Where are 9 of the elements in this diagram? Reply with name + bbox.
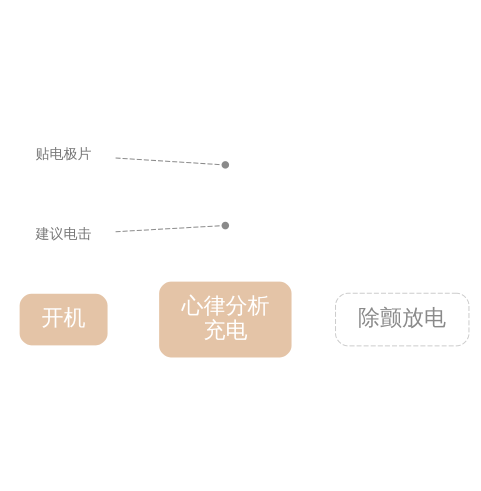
connector (116, 158, 222, 166)
node-box: 开机 (18, 292, 109, 346)
node-circle (222, 222, 230, 230)
connector (116, 225, 222, 232)
node-text: 贴电极片 (36, 146, 92, 163)
node-box: 除颤放电 (335, 292, 470, 346)
node-text: 建议电击 (36, 226, 92, 242)
node-circle (222, 161, 230, 169)
node-box: 心律分析 充电 (158, 280, 293, 358)
